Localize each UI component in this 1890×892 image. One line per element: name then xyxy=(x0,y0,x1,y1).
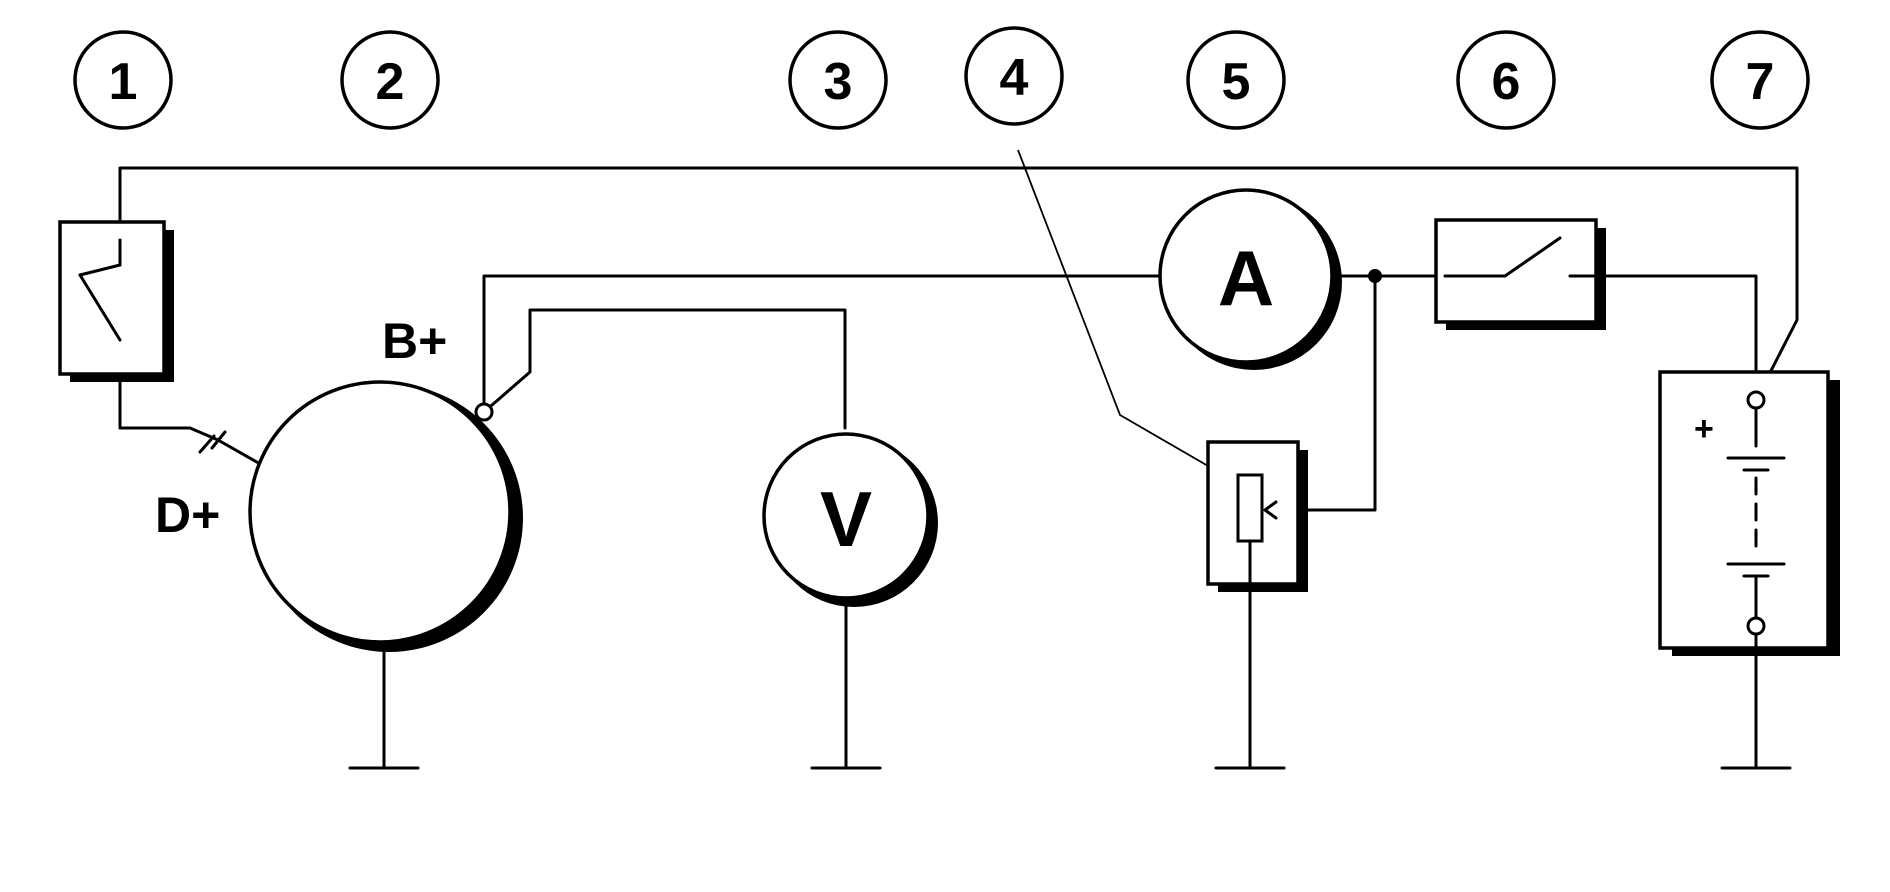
d-plus-connector xyxy=(188,426,264,467)
svg-text:3: 3 xyxy=(824,53,853,111)
battery xyxy=(1658,370,1840,770)
wire-relay-to-battery xyxy=(1590,274,1758,402)
svg-text:7: 7 xyxy=(1746,53,1775,111)
svg-text:5: 5 xyxy=(1222,53,1251,111)
wire-ignition-to-battery xyxy=(118,166,1799,402)
svg-text:6: 6 xyxy=(1492,53,1521,111)
battery-plus-label: + xyxy=(1694,410,1714,448)
wire-b-plus-to-ammeter xyxy=(482,274,1160,414)
svg-text:A: A xyxy=(1218,234,1274,322)
svg-text:2: 2 xyxy=(376,53,405,111)
d-plus-label: D+ xyxy=(155,487,220,543)
svg-text:1: 1 xyxy=(109,53,138,111)
callout-4: 4 xyxy=(964,26,1064,126)
callout-6: 6 xyxy=(1456,30,1556,130)
callout-4-leader xyxy=(1017,149,1216,471)
regulator xyxy=(1206,440,1308,770)
callout-2: 2 xyxy=(340,30,440,130)
callout-5: 5 xyxy=(1186,30,1286,130)
generator xyxy=(248,380,523,770)
ignition-switch xyxy=(58,220,174,382)
wire-b-plus-to-voltmeter xyxy=(482,308,847,430)
voltmeter: V xyxy=(762,432,938,770)
junction-dot xyxy=(1368,269,1382,283)
callout-3: 3 xyxy=(788,30,888,130)
relay xyxy=(1434,218,1606,330)
svg-text:V: V xyxy=(820,475,872,563)
ammeter: A xyxy=(1158,188,1342,370)
b-plus-label: B+ xyxy=(382,313,447,369)
svg-text:4: 4 xyxy=(1000,49,1029,107)
battery-positive-terminal xyxy=(1746,390,1766,410)
callout-7: 7 xyxy=(1710,30,1810,130)
battery-negative-terminal xyxy=(1746,616,1766,636)
b-plus-terminal xyxy=(474,402,494,422)
callout-1: 1 xyxy=(73,30,173,130)
